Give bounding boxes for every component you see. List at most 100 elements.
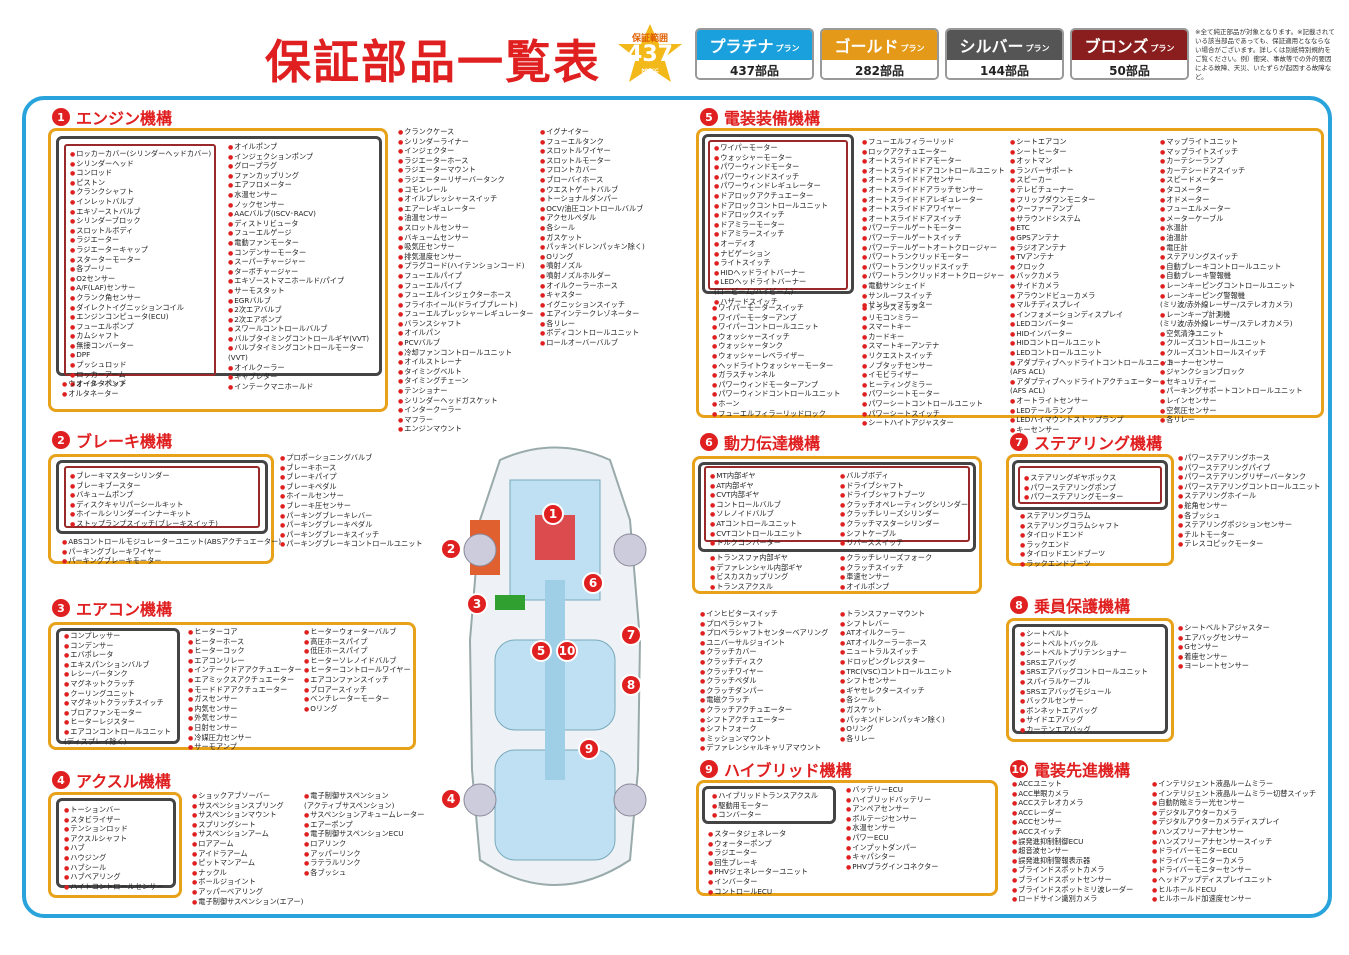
aircon-silver-list: コンプレッサーコンデンサーエバポレータエキスパンションバルブレシーバータンクマグ… — [64, 631, 171, 747]
section-name: ハイブリッド機構 — [724, 761, 852, 780]
list-item: バキュームポンプ — [70, 491, 218, 501]
list-item: ハンズフリーアナセンサースイッチ — [1152, 837, 1316, 848]
list-item: ヒーターウォーターバルブ — [304, 627, 411, 638]
section-name: 乗員保護機構 — [1034, 597, 1131, 616]
list-item: 各シール — [540, 223, 645, 234]
list-item: 車速センサー — [840, 573, 932, 583]
list-item: AT内部ギヤ — [710, 481, 802, 492]
list-item: アダプティブヘッドライトコントロールユニット — [1010, 358, 1174, 369]
list-item: ブレーキペダル — [280, 482, 423, 493]
list-item: ロールオーバーバルブ — [540, 338, 645, 349]
list-item: パーキングサポートコントロールユニット — [1160, 387, 1302, 397]
list-item: スパイラルケーブル — [1020, 677, 1148, 688]
list-item: プロペラシャフトセンターベアリング — [700, 629, 828, 639]
aircon-gold-list-2: ヒーターウォーターバルブ高圧ホースパイプ低圧ホースパイプヒーターソレノイドバルブ… — [304, 627, 411, 714]
list-item: ガスセンサー — [188, 695, 302, 705]
list-item: 電圧計 — [1160, 243, 1303, 254]
car-marker-7: 7 — [620, 624, 642, 646]
brake-platinum-list: プロポーショニングバルブブレーキホースブレーキパイプブレーキペダルホイールセンサ… — [280, 453, 423, 550]
list-item: ランバーサポート — [1010, 166, 1174, 177]
list-item: ファンカップリング — [228, 171, 369, 182]
list-item: クラッチワイヤー — [700, 667, 828, 678]
list-item: ノックセンサー — [228, 200, 369, 211]
list-item: 空気清浄ユニット — [1160, 329, 1303, 340]
list-item: 噴射ノズル — [540, 262, 645, 272]
list-item: パワーウィンドモーター — [714, 163, 828, 173]
list-item: ピストン — [70, 178, 211, 189]
list-item: 超音波センサー — [1012, 847, 1133, 857]
list-item: パワーステアリングリザーバータンク — [1178, 473, 1320, 483]
section-number: 4 — [52, 771, 70, 789]
list-item: 2次エアポンプ — [228, 315, 369, 326]
list-item: アクセルペダル — [540, 214, 645, 224]
list-item: キャスター — [540, 290, 645, 301]
drive-silver-list-1: トランスファ内部ギヤデファレンシャル内部ギヤビスカスカップリングトランスアクスル — [710, 553, 802, 592]
list-item: エアフロメーター — [228, 181, 369, 191]
list-item: スタータジェネレータ — [708, 829, 808, 840]
list-item: カーテシードアスイッチ — [1160, 166, 1303, 177]
hybrid-gold-list: スタータジェネレータウォーターポンプラジエーター回生ブレーキPHVジェネレーター… — [708, 829, 808, 897]
list-item: 各リレー — [540, 319, 645, 330]
list-item: ボディコントロールユニット — [540, 329, 645, 339]
badge-bottom: 箇所 — [640, 69, 659, 79]
list-item: ATコントロールユニット — [710, 519, 802, 530]
list-item: サスペンションマウント — [192, 811, 303, 821]
list-item: シリンダーヘッド — [70, 159, 211, 170]
list-item: フューエルパイプ — [398, 271, 533, 282]
list-item: タイミングベルト — [398, 367, 533, 378]
list-item: ラジエーターキャップ — [70, 245, 211, 256]
list-item: パワーウィンドレギュレーター — [714, 182, 828, 192]
list-item: エアコンリレー — [188, 656, 302, 667]
section-name: エアコン機構 — [76, 600, 173, 619]
list-item: フロントカバー — [540, 166, 645, 176]
list-item: ブレーキマスターシリンダー — [70, 471, 218, 482]
list-item: エアミックスアクチュエーター — [188, 675, 302, 686]
steer-silver-box — [1012, 460, 1168, 510]
list-item: エキゾーストバルブ — [70, 207, 211, 218]
list-item: PHVジェネレーターユニット — [708, 868, 808, 878]
list-item: ミッションマウント — [700, 734, 828, 745]
list-item: ACC単眼カメラ — [1012, 789, 1133, 800]
list-item: パーキングブレーキレバー — [280, 511, 423, 522]
list-item: ヒーターソレノイドバルブ — [304, 656, 411, 667]
list-item: A/F(LAF)センサー — [70, 284, 211, 294]
list-item: ナックル — [192, 868, 303, 879]
list-item: アッパーベアリング — [192, 887, 303, 898]
list-item: パワーテールゲートスイッチ — [862, 233, 1005, 244]
list-item: パワーウィンドスイッチ — [714, 172, 828, 183]
list-item: シリンダーライナー — [398, 137, 533, 148]
list-item: テンションロッド — [64, 825, 164, 835]
list-item: ハブシール — [64, 863, 164, 874]
list-item: 電動ファンモーター — [228, 238, 369, 249]
list-item: サイドエアバッグ — [1020, 716, 1148, 726]
list-item: レシーバータンク — [64, 670, 171, 680]
list-item: シリンダーヘッドガスケット — [398, 396, 533, 407]
list-item: ハブベアリング — [64, 873, 164, 883]
list-item: ノブタッチセンサー — [862, 361, 983, 372]
list-item: 電磁クラッチ — [700, 696, 828, 706]
list-item: インジェクションポンプ — [228, 152, 369, 163]
car-marker-1: 1 — [542, 503, 564, 525]
list-item: ウォーターポンプ — [708, 839, 808, 850]
list-item: ACCステレオカメラ — [1012, 799, 1133, 809]
list-item: ATオイルクーラーホース — [840, 638, 952, 649]
list-item: 誤発進抑制制御ECU — [1012, 837, 1133, 848]
car-diagram — [463, 446, 647, 886]
list-item: LEDテールランプ — [1010, 406, 1174, 417]
drive-silver-box — [698, 462, 976, 552]
list-item: ロッカーカバー(シリンダーヘッドカバー) — [70, 149, 211, 160]
list-item: 水温計 — [1160, 224, 1303, 234]
aircon-silver-box — [56, 628, 180, 744]
list-item: ロアリンク — [304, 839, 424, 850]
list-item: シートハイトアジャスター — [862, 418, 983, 429]
engine-platinum-list-2: イグナイターフューエルタンクスロットルワイヤースロットルモーターフロントカバーブ… — [540, 127, 645, 349]
list-item: エキゾーストマニホールド/パイプ — [228, 277, 369, 287]
list-item: カーテシーランプ — [1160, 157, 1303, 167]
list-item: ハイトコントロールセンサー — [64, 882, 163, 893]
list-item: ステアリングポジションセンサー — [1178, 521, 1320, 531]
list-item: コンバーター — [712, 811, 818, 821]
list-item: ギヤセレクタースイッチ — [840, 686, 952, 697]
list-item: リモコンミラー — [862, 313, 983, 324]
